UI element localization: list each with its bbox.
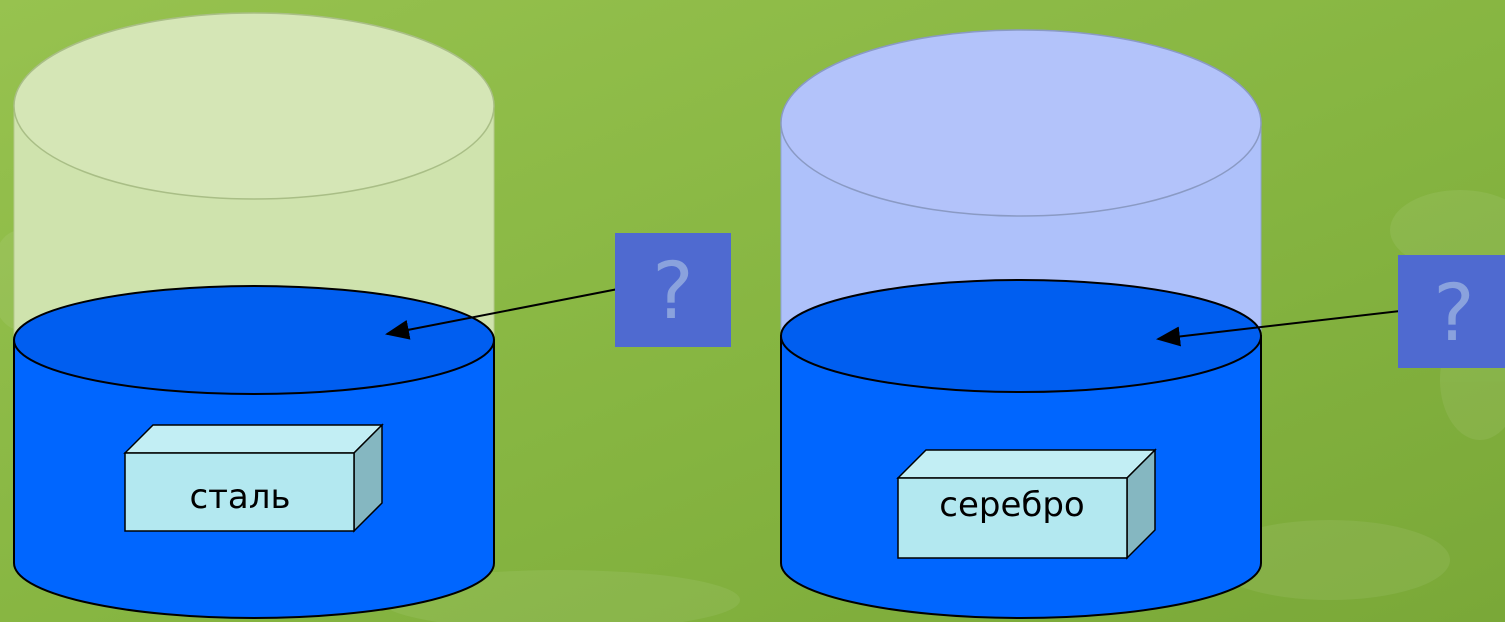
vessel-glass-top: [780, 29, 1262, 217]
block-label: серебро: [939, 485, 1084, 525]
pointer-arrow: [385, 288, 619, 340]
block-label: сталь: [189, 477, 290, 517]
steel-block: сталь: [123, 423, 384, 533]
liquid-surface: [780, 279, 1262, 393]
silver-block: серебро: [896, 448, 1157, 560]
vessel-steel: сталь ?: [13, 12, 731, 619]
question-box-bg[interactable]: [615, 233, 731, 347]
pointer-arrow: [1156, 310, 1401, 347]
question-mark-icon: ?: [1433, 269, 1474, 359]
vessel-silver: серебро ?: [780, 29, 1505, 619]
question-mark-icon: ?: [652, 247, 693, 337]
block-front-face: [897, 477, 1128, 559]
liquid-surface: [13, 285, 495, 395]
vessel-glass-top: [13, 12, 495, 200]
block-top-face: [123, 424, 384, 454]
question-box-bg[interactable]: [1398, 255, 1505, 368]
block-top-face: [896, 449, 1157, 479]
question-box[interactable]: ?: [615, 233, 731, 347]
block-front-face: [124, 452, 355, 532]
question-box[interactable]: ?: [1398, 255, 1505, 368]
